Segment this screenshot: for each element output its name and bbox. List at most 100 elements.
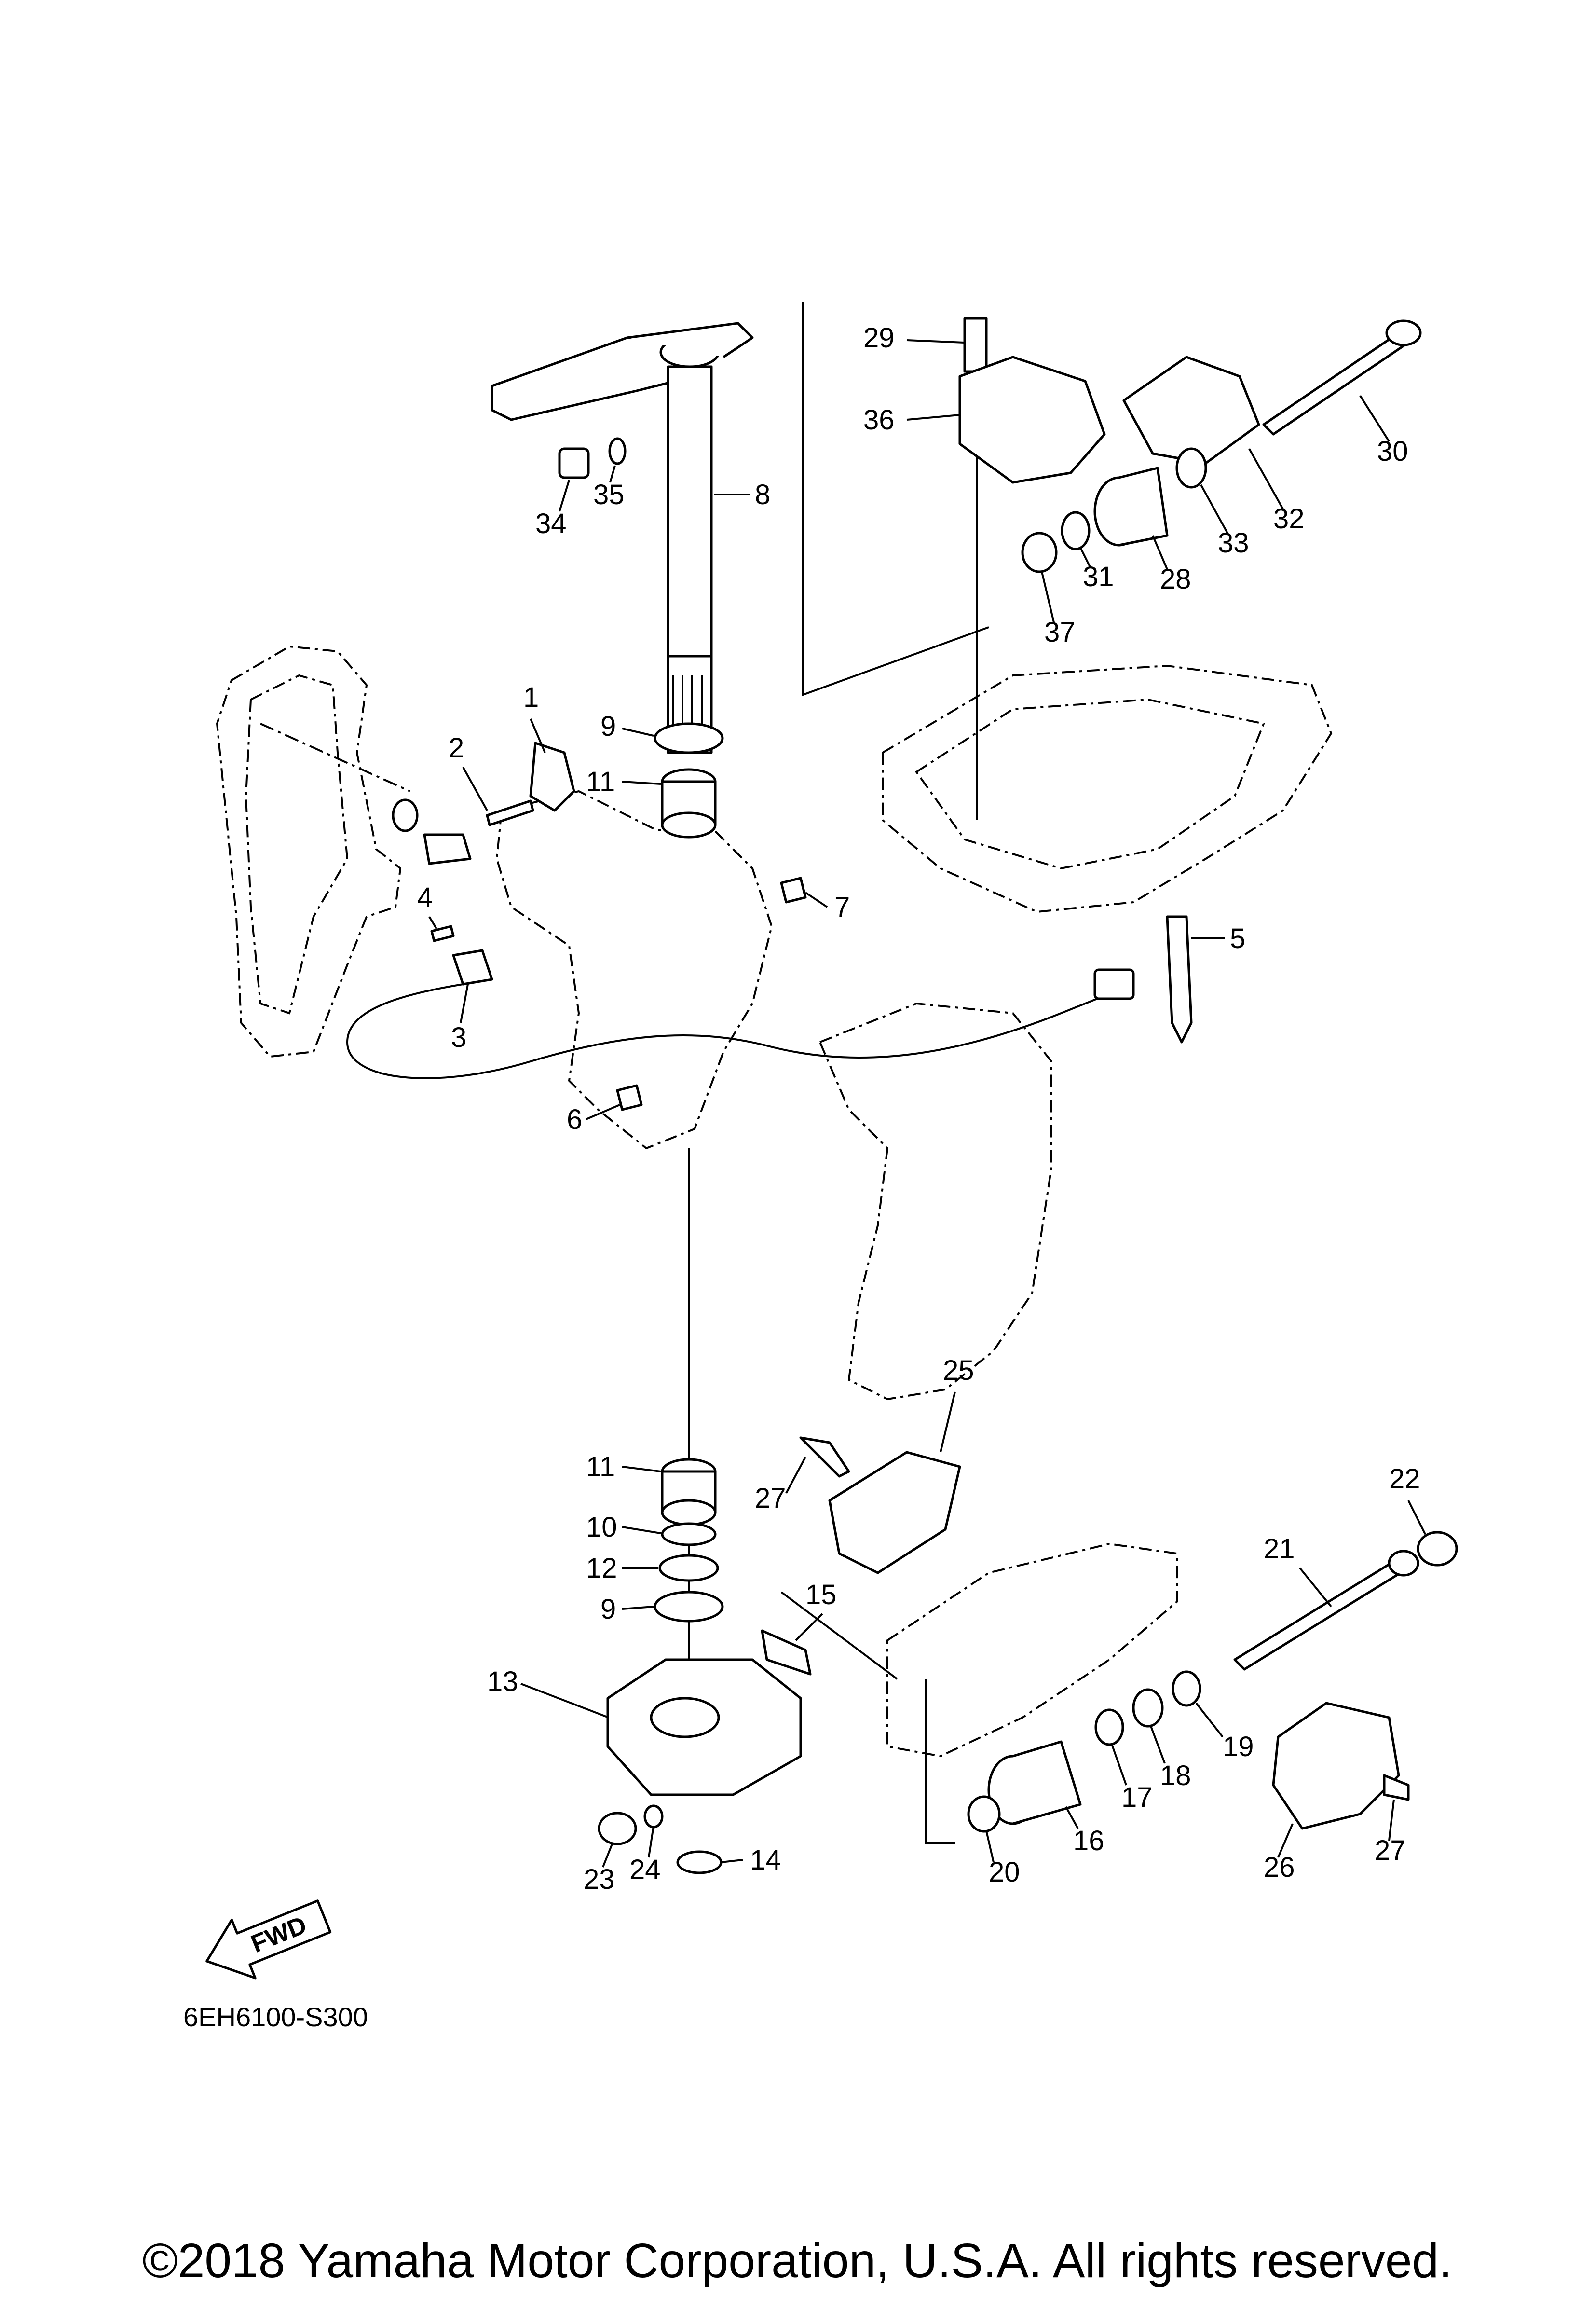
- bolt-30: [1262, 331, 1410, 436]
- callout-23: 23: [584, 1864, 615, 1895]
- leader-line-27a: [785, 1457, 806, 1494]
- cable-tie-5: [1166, 915, 1193, 1044]
- washer-19: [1172, 1670, 1201, 1707]
- sensor-3: [452, 949, 493, 986]
- bracket-15: [761, 1629, 812, 1676]
- ghost-outlines: [216, 645, 1333, 1758]
- callout-13: 13: [487, 1666, 518, 1697]
- callout-9b: 9: [600, 1594, 616, 1625]
- callout-16: 16: [1073, 1825, 1104, 1856]
- washer-31: [1061, 511, 1091, 550]
- callout-20: 20: [989, 1856, 1020, 1888]
- callout-9a: 9: [600, 711, 616, 742]
- bolt-6: [616, 1084, 643, 1111]
- callout-1: 1: [523, 682, 539, 713]
- callout-25: 25: [943, 1355, 974, 1386]
- leader-line-31: [1079, 547, 1091, 567]
- callout-18: 18: [1160, 1760, 1191, 1791]
- washer-9-upper: [654, 722, 724, 754]
- callout-34: 34: [535, 508, 567, 539]
- leader-line-30: [1359, 395, 1390, 442]
- leader-line-16: [1065, 1806, 1079, 1829]
- callout-36: 36: [863, 404, 895, 436]
- leader-line-24: [648, 1826, 654, 1858]
- callout-28: 28: [1160, 564, 1191, 595]
- washer-12: [658, 1554, 719, 1582]
- collar-37: [1021, 532, 1058, 573]
- leader-line-13: [520, 1683, 609, 1719]
- callout-2: 2: [449, 732, 464, 764]
- swivel-arm-ghost: [818, 1002, 1052, 1401]
- callout-35: 35: [593, 479, 625, 510]
- washer-17: [1094, 1708, 1124, 1746]
- callout-10: 10: [586, 1512, 617, 1543]
- callout-17: 17: [1121, 1782, 1153, 1813]
- leader-line-11a: [622, 781, 661, 785]
- washer-9-lower: [654, 1591, 724, 1623]
- mount-rubber-16: [987, 1740, 1082, 1825]
- bolt-21: [1233, 1557, 1410, 1671]
- leader-line-20: [985, 1830, 995, 1863]
- leader-line-32: [1248, 448, 1284, 509]
- damper-housing-25: [828, 1451, 961, 1574]
- leader-line-10: [622, 1526, 661, 1534]
- leader-line-2: [462, 767, 488, 811]
- leader-line-34: [559, 480, 570, 512]
- washer-24: [643, 1804, 664, 1829]
- callout-3: 3: [451, 1022, 466, 1053]
- callout-labels: 1234567899101111121314151617181920212223…: [417, 322, 1426, 1895]
- callout-19: 19: [1223, 1731, 1254, 1762]
- leader-line-21: [1299, 1567, 1332, 1608]
- callout-27a: 27: [755, 1483, 786, 1514]
- leader-line-25: [940, 1391, 956, 1453]
- leader-line-18: [1149, 1724, 1166, 1764]
- callout-33: 33: [1218, 527, 1249, 559]
- cap-23: [598, 1812, 637, 1845]
- leader-line-28: [1152, 535, 1168, 570]
- callout-24: 24: [629, 1854, 661, 1885]
- copyright-notice: ©2018 Yamaha Motor Corporation, U.S.A. A…: [142, 2234, 1452, 2288]
- parts: [346, 317, 1458, 1874]
- leader-line-35: [609, 465, 616, 483]
- callout-30: 30: [1377, 436, 1408, 467]
- leader-line-15: [795, 1613, 823, 1641]
- leader-line-29: [906, 339, 965, 344]
- bushing-11-upper: [661, 768, 717, 839]
- callout-11a: 11: [586, 766, 615, 798]
- leader-line-33: [1200, 484, 1228, 534]
- leader-line-7: [804, 892, 828, 908]
- leader-line-17: [1111, 1744, 1127, 1786]
- axis-lines: [260, 302, 989, 1844]
- callout-21: 21: [1264, 1533, 1295, 1565]
- callout-11b: 11: [586, 1451, 615, 1483]
- o-ring-10: [661, 1522, 717, 1546]
- leader-line-22: [1407, 1500, 1426, 1535]
- callout-14: 14: [750, 1844, 781, 1876]
- callout-37: 37: [1044, 617, 1076, 648]
- clip-14: [676, 1850, 723, 1874]
- clamp-bracket-ghost: [216, 645, 402, 1058]
- leader-line-1: [530, 718, 546, 753]
- callout-8: 8: [755, 479, 770, 510]
- callout-4: 4: [417, 882, 433, 913]
- fwd-arrow: FWD: [205, 1899, 332, 1980]
- leader-line-23: [602, 1843, 613, 1868]
- leader-line-9a: [622, 728, 654, 737]
- upper-mount-plate-ghost: [882, 664, 1333, 913]
- leader-line-37: [1041, 571, 1055, 623]
- bushing-11-lower: [661, 1458, 717, 1526]
- lower-mount-ghost: [886, 1542, 1178, 1758]
- connector: [1093, 968, 1135, 1000]
- clamp-1: [529, 742, 575, 812]
- nut-34: [558, 447, 590, 479]
- callout-29: 29: [863, 322, 895, 354]
- nut-22: [1417, 1531, 1458, 1567]
- plate-32: [1122, 356, 1260, 465]
- leader-line-11b: [622, 1466, 661, 1472]
- bolt-2: [486, 799, 534, 826]
- leader-line-27b: [1388, 1799, 1395, 1841]
- nut-7: [780, 877, 807, 904]
- washer-20: [967, 1795, 1001, 1833]
- callout-32: 32: [1273, 503, 1305, 535]
- callout-15: 15: [805, 1579, 837, 1610]
